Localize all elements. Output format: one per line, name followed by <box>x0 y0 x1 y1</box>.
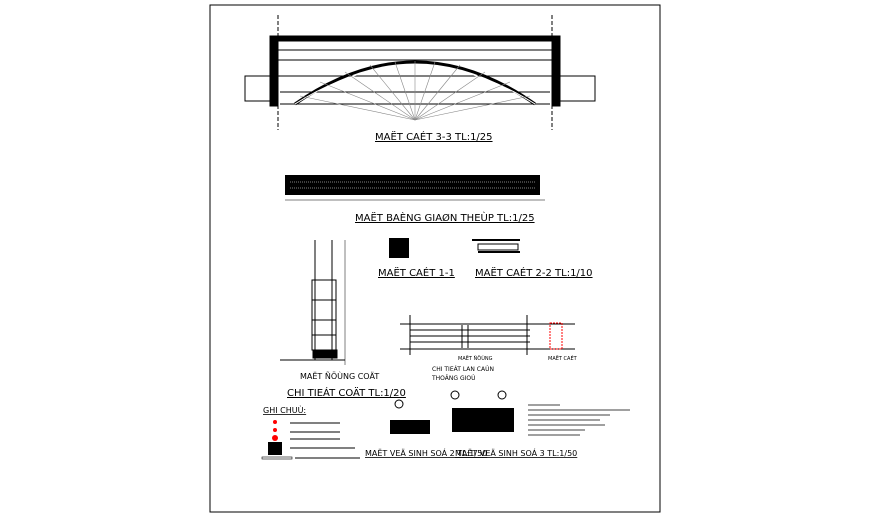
railing-detail-title: CHI TIEÁT LAN CAÙN <box>432 366 494 373</box>
toilet-notes <box>528 404 630 436</box>
toilet-2-plan-drawing <box>390 399 430 434</box>
toilet-3-plan-drawing <box>450 390 514 432</box>
notes-legend <box>261 420 360 460</box>
railing-elevation-drawing <box>400 315 575 355</box>
railing-section-label: MAËT CAÉT <box>548 354 578 362</box>
railing-elevation-label: MAËT ÑÖÙNG <box>458 355 493 362</box>
section-2-2-drawing <box>472 239 520 253</box>
column-elevation-title: MAËT ÑÖÙNG COÄT <box>300 370 379 381</box>
sheet-border <box>209 4 661 513</box>
section-3-3-title: MAËT CAÉT 3-3 TL:1/25 <box>375 130 493 143</box>
toilet-3-title: MAËT VEÄ SINH SOÁ 3 TL:1/50 <box>455 447 577 458</box>
railing-detail-subtitle: THOÂNG GIOÙ <box>431 375 475 382</box>
steel-frame-plan-drawing <box>285 175 545 201</box>
section-2-2-title: MAËT CAÉT 2-2 TL:1/10 <box>475 266 593 279</box>
toilet-2-title: MAËT VEÄ SINH SOÁ 2 TL:1/50 <box>365 447 487 458</box>
section-1-1-drawing <box>389 238 409 258</box>
column-detail-title: CHI TIEÁT COÄT TL:1/20 <box>287 386 406 399</box>
notes-heading: GHI CHUÙ: <box>263 404 306 415</box>
section-1-1-title: MAËT CAÉT 1-1 <box>378 266 455 279</box>
column-elevation-drawing <box>280 240 346 365</box>
steel-frame-plan-title: MAËT BAÈNG GIAØN THEÙP TL:1/25 <box>355 211 535 224</box>
section-3-3-drawing <box>244 15 596 130</box>
